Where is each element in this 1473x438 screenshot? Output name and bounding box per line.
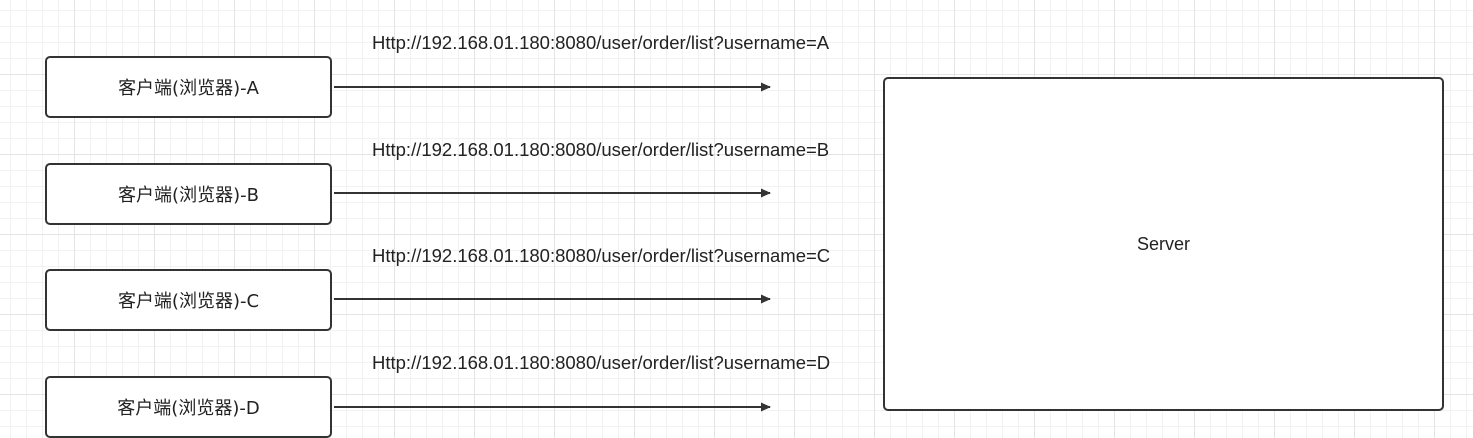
request-url-c: Http://192.168.01.180:8080/user/order/li…	[372, 245, 831, 266]
request-url-a: Http://192.168.01.180:8080/user/order/li…	[372, 32, 830, 53]
client-box-d[interactable]: 客户端(浏览器)-D	[45, 376, 332, 438]
client-label-a: 客户端(浏览器)-A	[118, 78, 259, 99]
server-label: Server	[1136, 233, 1190, 254]
server-box[interactable]: Server	[883, 77, 1444, 411]
request-url-d: Http://192.168.01.180:8080/user/order/li…	[372, 352, 831, 373]
client-box-c[interactable]: 客户端(浏览器)-C	[45, 269, 332, 331]
client-box-b[interactable]: 客户端(浏览器)-B	[45, 163, 332, 225]
client-label-d: 客户端(浏览器)-D	[117, 398, 260, 419]
client-label-c: 客户端(浏览器)-C	[117, 291, 260, 312]
request-url-b: Http://192.168.01.180:8080/user/order/li…	[372, 139, 830, 160]
client-label-b: 客户端(浏览器)-B	[118, 185, 259, 206]
client-box-a[interactable]: 客户端(浏览器)-A	[45, 56, 332, 118]
